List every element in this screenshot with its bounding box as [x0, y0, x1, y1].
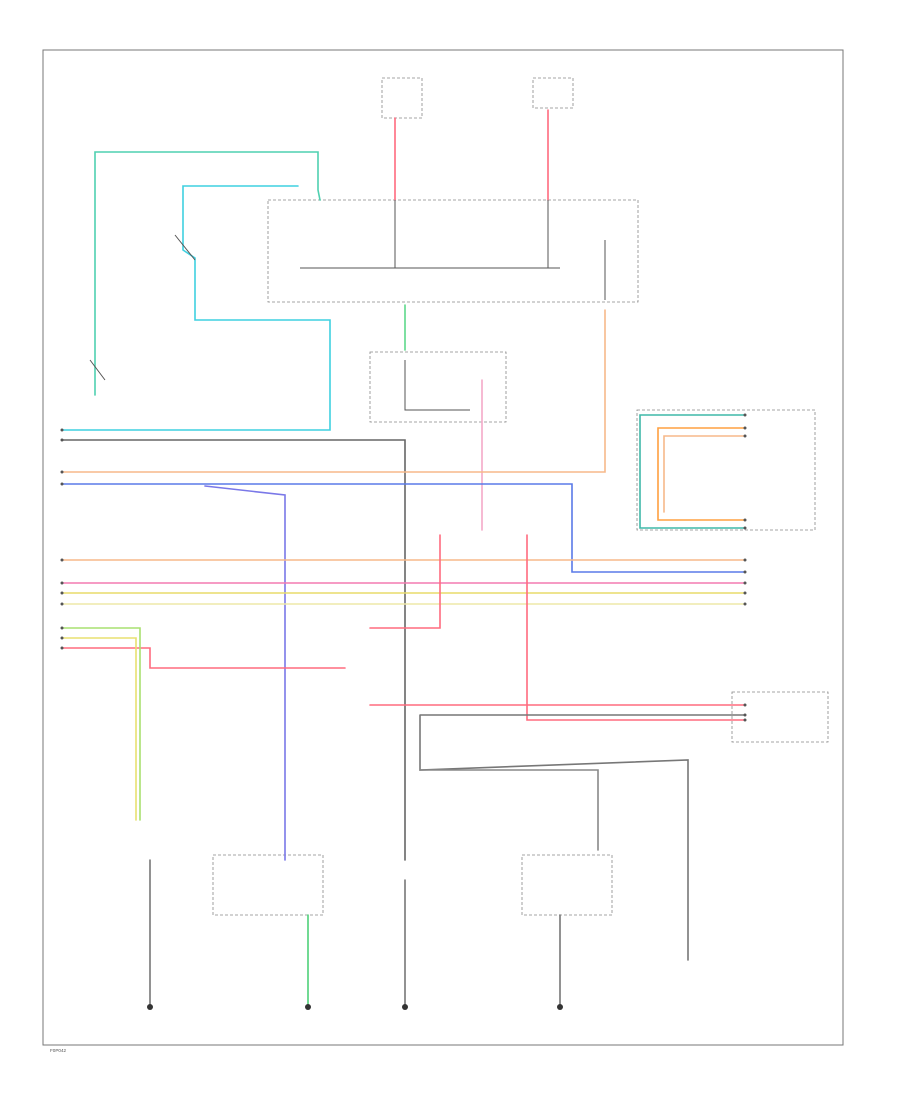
fuse-panel-left	[381, 77, 423, 119]
corner-label: F0P042	[50, 1048, 67, 1053]
wire-peach-right	[663, 435, 746, 513]
wire-blue-bus	[61, 483, 746, 573]
wire-peach-bus	[61, 309, 606, 473]
transmission-connector-box	[636, 409, 816, 531]
diagram-frame	[42, 49, 844, 1046]
wire-gray-trunk	[61, 439, 406, 861]
wire-red-ecm-right	[526, 534, 746, 721]
junction-internal-bus	[300, 200, 606, 300]
ecm-internal	[404, 360, 470, 411]
wire-gray-data-link	[419, 714, 746, 961]
relay-module-box	[521, 854, 613, 916]
connector-dots	[60, 413, 747, 722]
wire-red-ecm-left	[369, 534, 441, 629]
wire-yellow-left	[61, 637, 137, 821]
data-link-connector-box	[731, 691, 829, 743]
switch-left	[89, 234, 196, 381]
wire-orange-right	[657, 427, 746, 521]
wire-gray-relay	[419, 769, 599, 851]
wire-green-left	[61, 627, 141, 821]
wire-cyan-switch-loop	[61, 185, 331, 431]
wire-violet-fuel	[204, 485, 286, 861]
fuse-panel-right	[532, 77, 574, 109]
wire-red-left-mid	[61, 647, 346, 669]
engine-control-box	[369, 351, 507, 423]
wire-teal-right	[639, 414, 746, 529]
central-junction-box	[267, 199, 639, 303]
ground-symbols	[147, 1004, 563, 1010]
wire-teal-top-loop	[94, 151, 321, 396]
fuel-pump-module-box	[212, 854, 324, 916]
